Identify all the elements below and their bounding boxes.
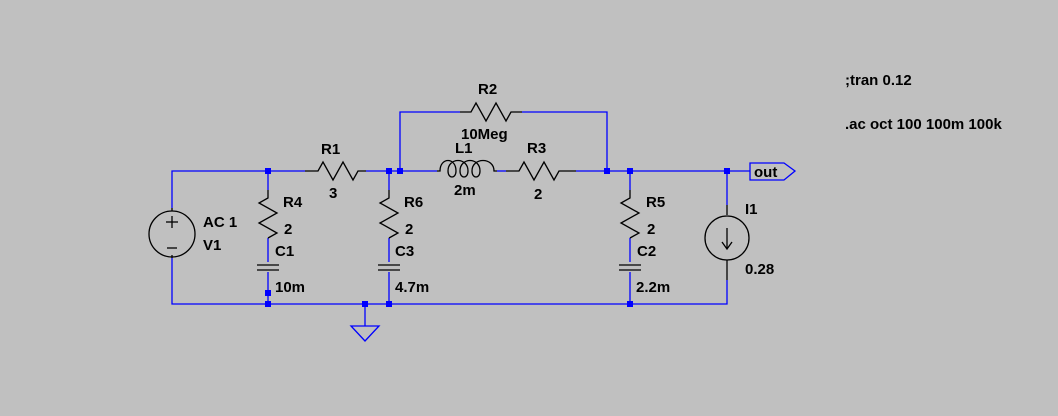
resistor-r3[interactable] xyxy=(506,160,576,182)
directive-tran[interactable]: ;tran 0.12 xyxy=(845,72,912,89)
r3-name: R3 xyxy=(527,140,546,157)
wire-top-left xyxy=(171,170,305,208)
c1-value: 10m xyxy=(275,279,305,296)
r1-name: R1 xyxy=(321,141,340,158)
junction-dot xyxy=(265,290,271,296)
r2-name: R2 xyxy=(478,81,497,98)
wire-r2-bypass-right xyxy=(522,111,608,171)
capacitor-c2[interactable] xyxy=(619,264,641,271)
l1-name: L1 xyxy=(455,140,473,157)
capacitor-c1[interactable] xyxy=(257,264,279,271)
junction-dot xyxy=(724,168,730,174)
net-label-out-text: out xyxy=(754,164,777,181)
wire-bottom xyxy=(171,258,728,305)
capacitor-c3[interactable] xyxy=(378,264,400,271)
inductor-l1[interactable] xyxy=(437,159,497,178)
r2-value: 10Meg xyxy=(461,126,508,143)
r1-value: 3 xyxy=(329,185,337,202)
resistor-r4[interactable] xyxy=(257,190,279,239)
junction-dot xyxy=(604,168,610,174)
voltage-source-icon[interactable] xyxy=(148,208,196,258)
junction-dot xyxy=(362,301,368,307)
junction-dots xyxy=(265,168,730,307)
junction-dot xyxy=(627,301,633,307)
c1-name: C1 xyxy=(275,243,294,260)
c2-value: 2.2m xyxy=(636,279,670,296)
v1-name: V1 xyxy=(203,237,221,254)
r3-value: 2 xyxy=(534,186,542,203)
c3-value: 4.7m xyxy=(395,279,429,296)
c2-name: C2 xyxy=(637,243,656,260)
c3-name: C3 xyxy=(395,243,414,260)
junction-dot xyxy=(265,301,271,307)
r5-value: 2 xyxy=(647,221,655,238)
junction-dot xyxy=(397,168,403,174)
junction-dot xyxy=(265,168,271,174)
r6-name: R6 xyxy=(404,194,423,211)
junction-dot xyxy=(386,301,392,307)
resistor-r2[interactable] xyxy=(460,101,522,123)
component-labels: R1 3 R2 10Meg L1 2m R3 2 R4 2 C1 10m R6 … xyxy=(203,81,774,296)
resistor-r1[interactable] xyxy=(305,160,366,182)
wires xyxy=(171,111,750,326)
l1-value: 2m xyxy=(454,182,476,199)
v1-value: AC 1 xyxy=(203,214,237,231)
current-source-icon[interactable] xyxy=(704,205,750,280)
i1-value: 0.28 xyxy=(745,261,774,278)
r4-value: 2 xyxy=(284,221,292,238)
r6-value: 2 xyxy=(405,221,413,238)
r5-name: R5 xyxy=(646,194,665,211)
r4-name: R4 xyxy=(283,194,303,211)
junction-dot xyxy=(627,168,633,174)
resistor-r5[interactable] xyxy=(619,190,641,239)
directive-ac[interactable]: .ac oct 100 100m 100k xyxy=(845,116,1002,133)
junction-dot xyxy=(386,168,392,174)
i1-name: I1 xyxy=(745,201,758,218)
net-label-out[interactable]: out xyxy=(749,162,797,181)
wire-r2-bypass-left xyxy=(399,111,460,171)
ground-icon[interactable] xyxy=(349,325,381,342)
resistor-r6[interactable] xyxy=(378,190,400,239)
